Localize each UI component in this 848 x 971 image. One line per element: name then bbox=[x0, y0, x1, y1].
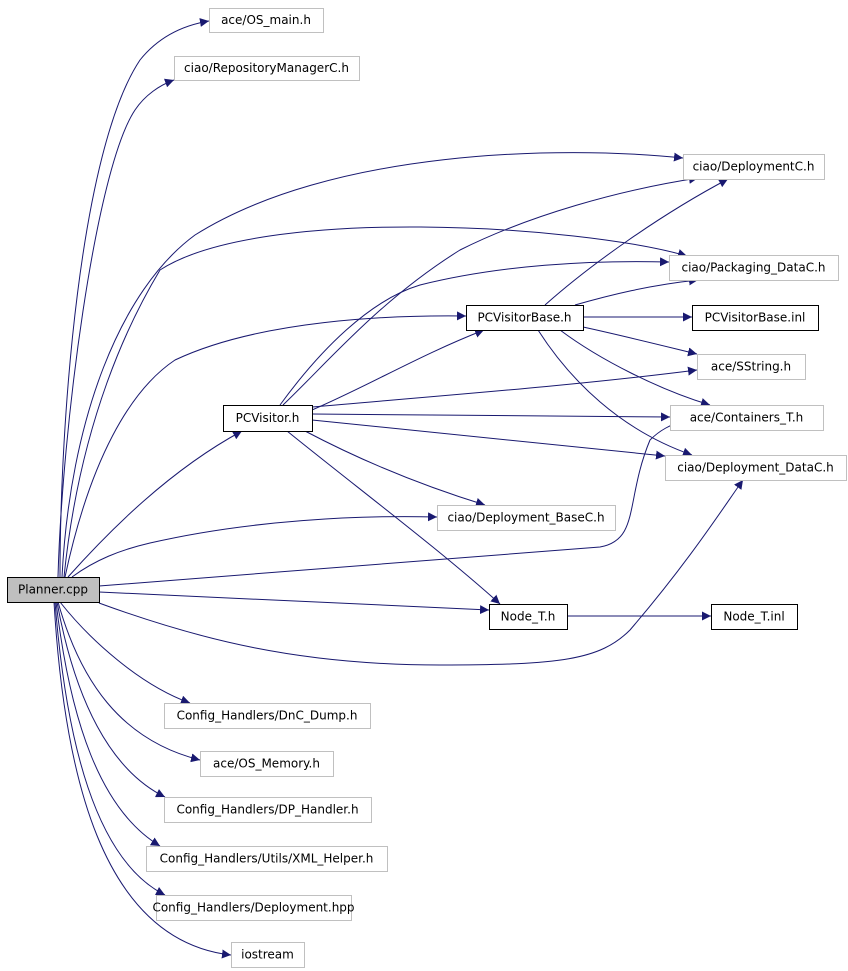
node-box bbox=[156, 895, 352, 921]
node-pcvisitorbase-inl[interactable]: PCVisitorBase.inl bbox=[692, 305, 819, 331]
node-box bbox=[164, 797, 372, 823]
edge-pcvisitorbase-to-packaging bbox=[574, 276, 699, 306]
edge-pcvisitorbase-to-sstring bbox=[582, 326, 698, 357]
edge-planner-to-repo_mgr bbox=[57, 78, 175, 578]
node-dnc-dump[interactable]: Config_Handlers/DnC_Dump.h bbox=[164, 703, 371, 729]
edge-planner-to-containers bbox=[98, 418, 686, 587]
node-label: Config_Handlers/DnC_Dump.h bbox=[177, 709, 358, 723]
node-label: PCVisitorBase.inl bbox=[705, 311, 806, 325]
node-label: ciao/Deployment_BaseC.h bbox=[447, 511, 604, 525]
node-deploy-base[interactable]: ciao/Deployment_BaseC.h bbox=[437, 505, 616, 531]
node-box bbox=[670, 405, 824, 431]
node-label: PCVisitorBase.h bbox=[477, 311, 571, 325]
node-packaging[interactable]: ciao/Packaging_DataC.h bbox=[669, 255, 839, 281]
node-label: Node_T.inl bbox=[723, 610, 784, 624]
node-box bbox=[174, 56, 360, 81]
node-deploymentc[interactable]: ciao/DeploymentC.h bbox=[683, 154, 825, 180]
edge-pcvisitor-to-deploymentc bbox=[282, 174, 699, 406]
edge-planner-to-deploy_base bbox=[71, 512, 438, 578]
node-box bbox=[692, 305, 819, 331]
edge-pcvisitor-to-pcvisitorbase bbox=[311, 329, 485, 411]
node-label: ciao/DeploymentC.h bbox=[693, 160, 815, 174]
node-box bbox=[697, 354, 806, 380]
node-pcvisitorbase[interactable]: PCVisitorBase.h bbox=[466, 305, 584, 331]
node-planner[interactable]: Planner.cpp bbox=[7, 577, 100, 603]
node-label: ciao/RepositoryManagerC.h bbox=[184, 61, 349, 75]
node-box bbox=[711, 604, 798, 630]
node-box bbox=[209, 8, 324, 33]
node-box bbox=[223, 405, 313, 432]
node-os-memory[interactable]: ace/OS_Memory.h bbox=[200, 751, 334, 777]
node-box bbox=[489, 604, 568, 630]
node-node-t[interactable]: Node_T.h bbox=[489, 604, 568, 630]
node-label: PCVisitor.h bbox=[236, 411, 300, 425]
edge-planner-to-dp_handler bbox=[56, 601, 166, 798]
edge-pcvisitorbase-to-containers bbox=[559, 329, 711, 407]
node-label: ciao/Deployment_DataC.h bbox=[677, 461, 834, 475]
node-iostream[interactable]: iostream bbox=[231, 942, 305, 968]
node-label: iostream bbox=[241, 948, 294, 962]
edge-planner-to-xml_helper bbox=[55, 601, 161, 847]
node-layer: Planner.cpp ace/OS_main.h ciao/RepositoryM… bbox=[7, 8, 847, 968]
edge-planner-to-pcvisitorbase bbox=[64, 311, 467, 578]
node-label: ciao/Packaging_DataC.h bbox=[681, 261, 825, 275]
node-label: ace/OS_Memory.h bbox=[213, 757, 320, 771]
node-dp-handler[interactable]: Config_Handlers/DP_Handler.h bbox=[164, 797, 372, 823]
node-box bbox=[437, 505, 616, 531]
edge-planner-to-os_memory bbox=[57, 601, 201, 763]
node-label: ace/SString.h bbox=[711, 360, 791, 374]
edge-planner-to-os_main bbox=[59, 18, 210, 578]
edge-pcvisitor-to-sstring bbox=[311, 366, 698, 408]
edge-layer bbox=[53, 18, 744, 959]
node-label: ace/Containers_T.h bbox=[690, 411, 804, 425]
node-label: ace/OS_main.h bbox=[221, 13, 311, 27]
node-label: Planner.cpp bbox=[18, 583, 88, 597]
node-box bbox=[466, 305, 584, 331]
edge-planner-to-dnc_dump bbox=[59, 601, 191, 705]
node-box bbox=[7, 577, 100, 603]
edge-pcvisitor-to-deploy_data bbox=[311, 419, 666, 460]
node-label: Config_Handlers/Deployment.hpp bbox=[152, 901, 354, 915]
edge-pcvisitor-to-deploy_base bbox=[304, 430, 486, 507]
edge-planner-to-packaging bbox=[63, 226, 688, 578]
node-xml-helper[interactable]: Config_Handlers/Utils/XML_Helper.h bbox=[146, 846, 388, 872]
node-containers[interactable]: ace/Containers_T.h bbox=[670, 405, 824, 431]
edge-planner-to-iostream bbox=[53, 601, 232, 959]
node-node-t-inl[interactable]: Node_T.inl bbox=[711, 604, 798, 630]
edge-pcvisitor-to-node_t bbox=[286, 430, 501, 605]
edge-planner-to-deploymentc bbox=[61, 152, 684, 578]
edge-planner-to-pcvisitor bbox=[67, 430, 243, 578]
node-sstring[interactable]: ace/SString.h bbox=[697, 354, 806, 380]
node-os-main[interactable]: ace/OS_main.h bbox=[209, 8, 324, 33]
node-label: Node_T.h bbox=[501, 610, 556, 624]
node-label: Config_Handlers/DP_Handler.h bbox=[176, 803, 358, 817]
node-box bbox=[200, 751, 334, 777]
node-deploy-data[interactable]: ciao/Deployment_DataC.h bbox=[665, 455, 847, 481]
node-label: Config_Handlers/Utils/XML_Helper.h bbox=[160, 852, 374, 866]
node-box bbox=[683, 154, 825, 180]
edge-planner-to-deployment_hpp bbox=[54, 601, 166, 896]
edge-pcvisitor-to-containers bbox=[311, 412, 671, 422]
node-repo-mgr[interactable]: ciao/RepositoryManagerC.h bbox=[174, 56, 360, 81]
node-box bbox=[164, 703, 371, 729]
edge-planner-to-node_t bbox=[98, 591, 490, 615]
node-box bbox=[669, 255, 839, 281]
edge-pcvisitorbase-to-deploy_data bbox=[537, 329, 693, 457]
node-deployment-hpp[interactable]: Config_Handlers/Deployment.hpp bbox=[152, 895, 355, 921]
node-pcvisitor[interactable]: PCVisitor.h bbox=[223, 405, 313, 432]
edge-planner-to-deploy_data bbox=[98, 479, 744, 666]
node-box bbox=[146, 846, 388, 872]
edge-pcvisitorbase-to-deploymentc bbox=[544, 178, 729, 306]
node-box bbox=[665, 455, 847, 481]
node-box bbox=[231, 942, 305, 968]
